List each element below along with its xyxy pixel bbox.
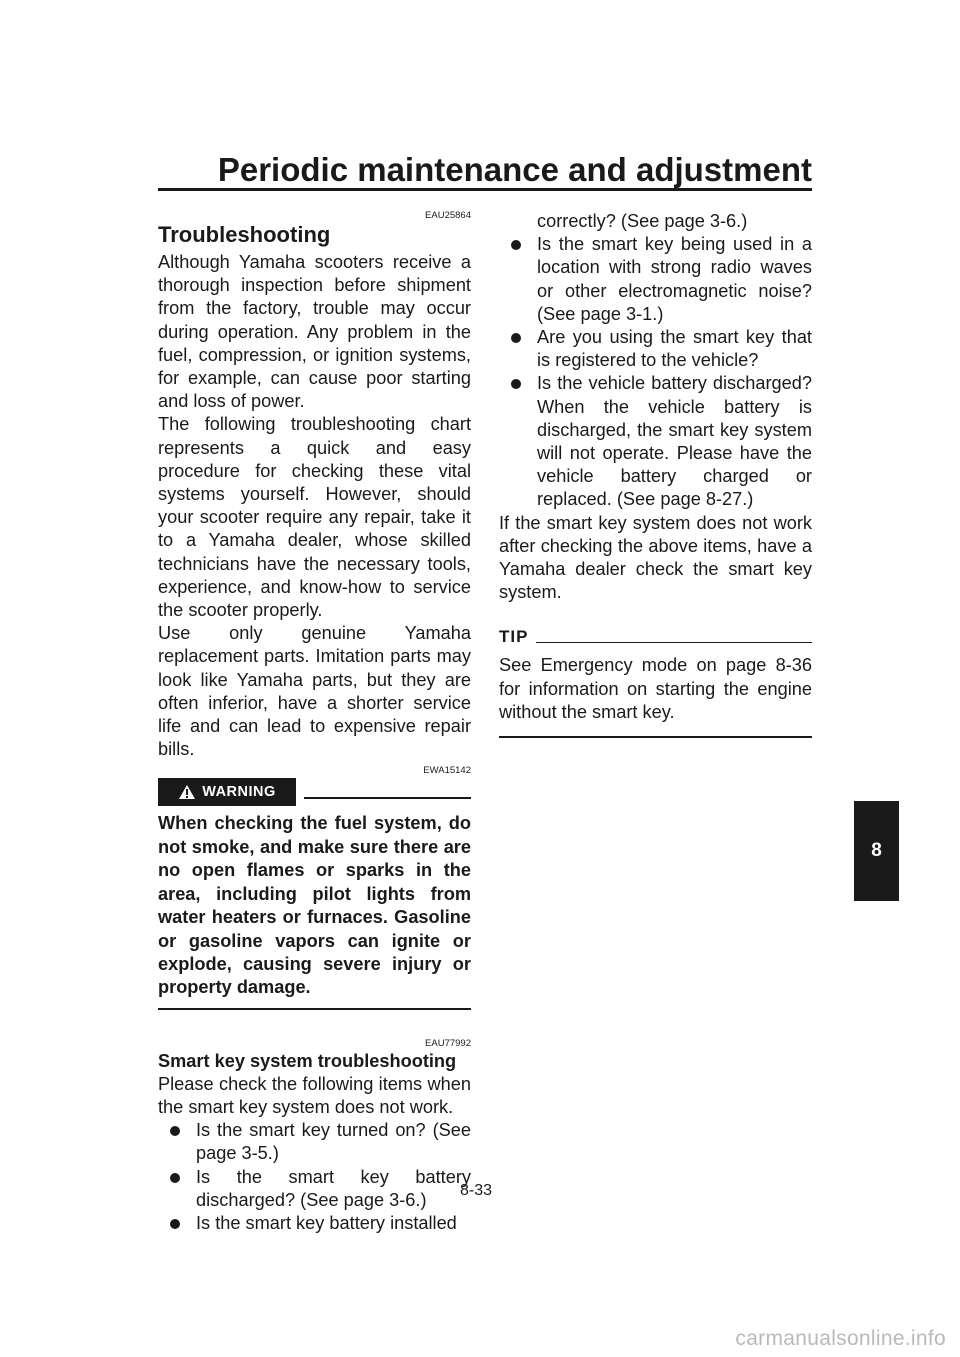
list-item-continuation: correctly? (See page 3-6.) [537,211,748,231]
chapter-tab[interactable]: 8 [854,801,899,901]
paragraph: Although Yamaha scooters receive a thoro… [158,252,471,412]
section-code: EAU25864 [425,210,471,221]
checklist-right: Is the smart key being used in a locatio… [499,233,812,511]
warning-badge: WARNING [158,778,296,807]
tip-bottom-rule [499,736,812,738]
tip-label: TIP [499,627,529,647]
tip-header: TIP [499,622,812,648]
paragraph: If the smart key system does not work af… [499,512,812,603]
bullet-icon [170,1218,180,1229]
list-item: Is the smart key battery installed [170,1212,471,1235]
paragraph: The following troubleshooting chart repr… [158,414,471,621]
bullet-icon [170,1126,180,1137]
tip-text: See Emergency mode on page 8-36 for info… [499,655,812,722]
list-item: Is the vehicle battery discharged? When … [511,372,812,511]
checklist-left: Is the smart key turned on? (See page 3-… [158,1119,471,1235]
warning-header: WARNING [158,777,471,807]
bullet-icon [511,379,521,390]
warning-text: When checking the fuel system, do not sm… [158,813,471,998]
warning-bottom-rule [158,1007,471,1010]
section-code: EAU77992 [425,1037,471,1049]
warning-label: WARNING [202,783,276,800]
page-number: 8-33 [460,1182,493,1199]
bullet-icon [511,240,521,251]
bullet-icon [511,333,521,344]
tip-rule [536,641,812,644]
warning-triangle-icon [179,785,196,800]
list-item: Is the smart key battery discharged? (Se… [170,1166,471,1212]
bullet-icon [170,1172,180,1183]
list-item: Is the smart key being used in a locatio… [511,233,812,326]
right-column: correctly? (See page 3-6.) Is the smart … [499,210,812,738]
warning-rule [304,797,471,800]
warning-code: EWA15142 [423,765,471,777]
page-title: Periodic maintenance and adjustment [217,151,812,188]
paragraph: Use only genuine Yamaha replacement part… [158,623,471,760]
left-column: EAU25864 Troubleshooting Although Yamaha… [158,210,471,1235]
list-item: Are you using the smart key that is regi… [511,326,812,372]
watermark[interactable]: carmanualsonline.info [735,1327,946,1350]
section-heading-troubleshooting: Troubleshooting [158,222,331,247]
section-heading-smart-key: Smart key system troubleshooting [158,1050,457,1071]
header-rule [158,188,812,191]
list-item: Is the smart key turned on? (See page 3-… [170,1119,471,1165]
paragraph: Please check the following items when th… [158,1073,471,1117]
